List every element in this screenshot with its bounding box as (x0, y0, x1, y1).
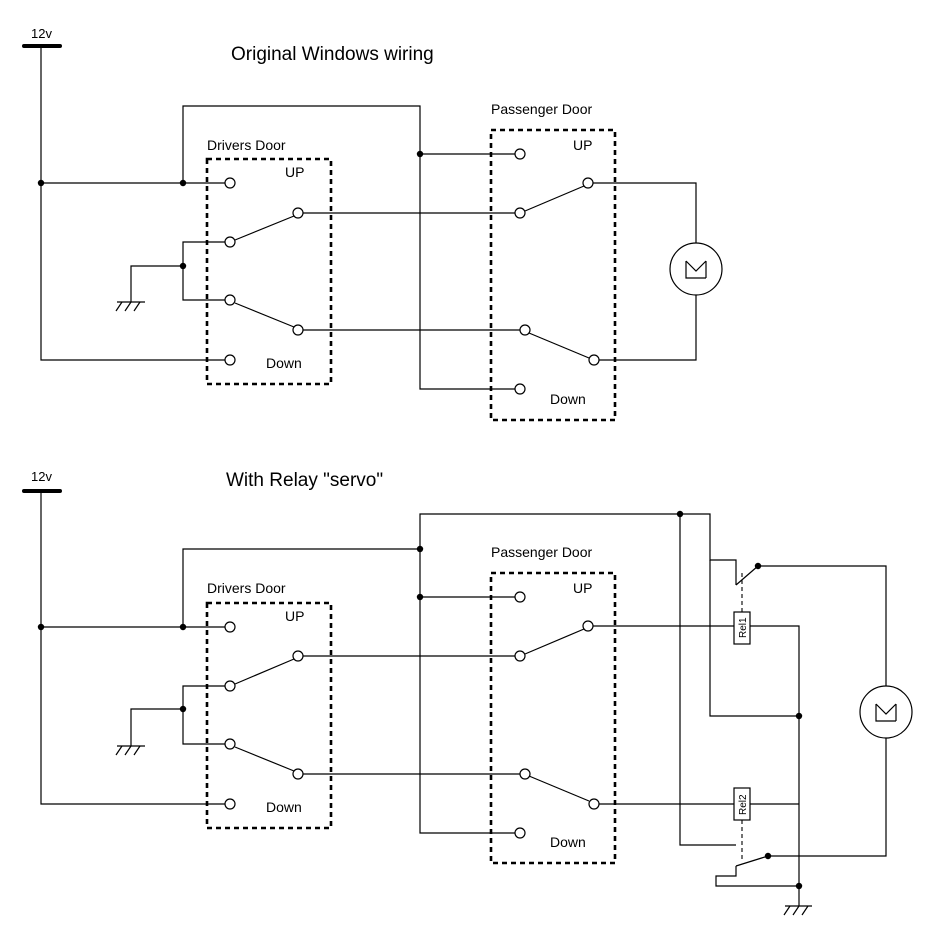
top-junction (416, 150, 424, 158)
top-passenger-switch-blade-upper (524, 185, 585, 212)
top-drivers-out-terminal (292, 324, 304, 336)
ground-icon (115, 301, 145, 312)
top-drivers-door-box (205, 157, 333, 386)
ground-icon (115, 745, 145, 756)
bottom-passenger-out-terminal (582, 620, 594, 632)
bottom-motor-wire (768, 738, 887, 857)
top-passenger-door-box (489, 128, 617, 422)
bottom-drivers-switch-blade-upper (234, 658, 295, 685)
bottom-passenger-down-terminal (514, 827, 526, 839)
bottom-ground-wire (130, 708, 183, 746)
top-diagram-title: Original Windows wiring (231, 44, 434, 65)
bottom-supply-label: 12v (31, 469, 52, 484)
top-junction (179, 262, 187, 270)
top-supply-wire (40, 46, 226, 361)
top-diagram: Original Windows wiring 12v Drivers Door… (22, 26, 723, 422)
bottom-drivers-ground-bus (182, 685, 226, 745)
bottom-drivers-switch-blade-lower (234, 746, 295, 772)
bottom-passenger-common-terminal (519, 768, 531, 780)
bottom-relay1-label: Rel1 (738, 617, 749, 638)
top-passenger-down-label: Down (550, 391, 586, 407)
top-junction (37, 179, 45, 187)
top-drivers-switch-blade-lower (234, 302, 295, 328)
top-passenger-out-terminal (588, 354, 600, 366)
top-ground-wire (130, 265, 183, 302)
bottom-relay2-label: Rel2 (738, 794, 749, 815)
top-motor-wire (599, 295, 697, 361)
bottom-passenger-door-box (489, 571, 617, 865)
top-supply-label: 12v (31, 26, 52, 41)
bottom-drivers-up-terminal (224, 621, 236, 633)
bottom-junction (179, 705, 187, 713)
top-passenger-down-terminal (514, 383, 526, 395)
bottom-relay1-contact-feed (680, 513, 737, 585)
bottom-passenger-out-terminal (588, 798, 600, 810)
top-motor-wire (593, 182, 697, 243)
bottom-drivers-out-terminal (292, 768, 304, 780)
bottom-passenger-up-terminal (514, 591, 526, 603)
top-drivers-down-terminal (224, 354, 236, 366)
bottom-drivers-common-terminal (224, 680, 236, 692)
bottom-relay2-nc-wire (715, 866, 799, 887)
bottom-drivers-out-terminal (292, 650, 304, 662)
bottom-junction (416, 593, 424, 601)
bottom-relay1-contact (735, 565, 759, 586)
bottom-junction (764, 852, 772, 860)
motor-icon (859, 685, 913, 739)
bottom-supply-wire (40, 491, 226, 805)
top-passenger-door-label: Passenger Door (491, 101, 593, 117)
bottom-junction (754, 562, 762, 570)
bottom-diagram: With Relay "servo" 12v Drivers Door UP D… (22, 469, 913, 916)
top-passenger-up-label: UP (573, 137, 592, 153)
bottom-relay2-contact (735, 855, 769, 867)
bottom-junction (795, 712, 803, 720)
bottom-relay-ground-return (750, 625, 800, 885)
bottom-drivers-door-box (205, 601, 333, 830)
top-passenger-switch-blade-lower (528, 332, 590, 359)
bottom-drivers-down-label: Down (266, 799, 302, 815)
bottom-motor-wire (758, 565, 887, 686)
bottom-passenger-common-terminal (514, 650, 526, 662)
bottom-passenger-down-label: Down (550, 834, 586, 850)
bottom-relay-supply-wire (419, 513, 736, 846)
top-passenger-common-terminal (514, 207, 526, 219)
bottom-passenger-switch-blade-upper (524, 628, 585, 655)
top-drivers-door-label: Drivers Door (207, 137, 286, 153)
top-drivers-down-label: Down (266, 355, 302, 371)
bottom-diagram-title: With Relay "servo" (226, 470, 383, 491)
top-passenger-out-terminal (582, 177, 594, 189)
top-drivers-switch-blade-upper (234, 215, 295, 241)
bottom-drivers-up-label: UP (285, 608, 304, 624)
bottom-passenger-switch-blade-lower (528, 775, 590, 802)
top-passenger-up-terminal (514, 148, 526, 160)
bottom-drivers-down-terminal (224, 798, 236, 810)
ground-icon (783, 905, 812, 916)
top-drivers-ground-bus (182, 241, 226, 301)
bottom-drivers-door-label: Drivers Door (207, 580, 286, 596)
top-drivers-out-terminal (292, 207, 304, 219)
motor-icon (669, 242, 723, 296)
top-drivers-up-label: UP (285, 164, 304, 180)
top-passenger-common-terminal (519, 324, 531, 336)
bottom-passenger-door-label: Passenger Door (491, 544, 593, 560)
top-drivers-up-terminal (224, 177, 236, 189)
bottom-junction (37, 623, 45, 631)
top-drivers-common-terminal (224, 236, 236, 248)
top-passenger-feed-wire (182, 105, 516, 390)
bottom-relay1-nc-wire (709, 560, 799, 717)
bottom-drivers-common-terminal (224, 738, 236, 750)
top-drivers-common-terminal (224, 294, 236, 306)
bottom-passenger-up-label: UP (573, 580, 592, 596)
